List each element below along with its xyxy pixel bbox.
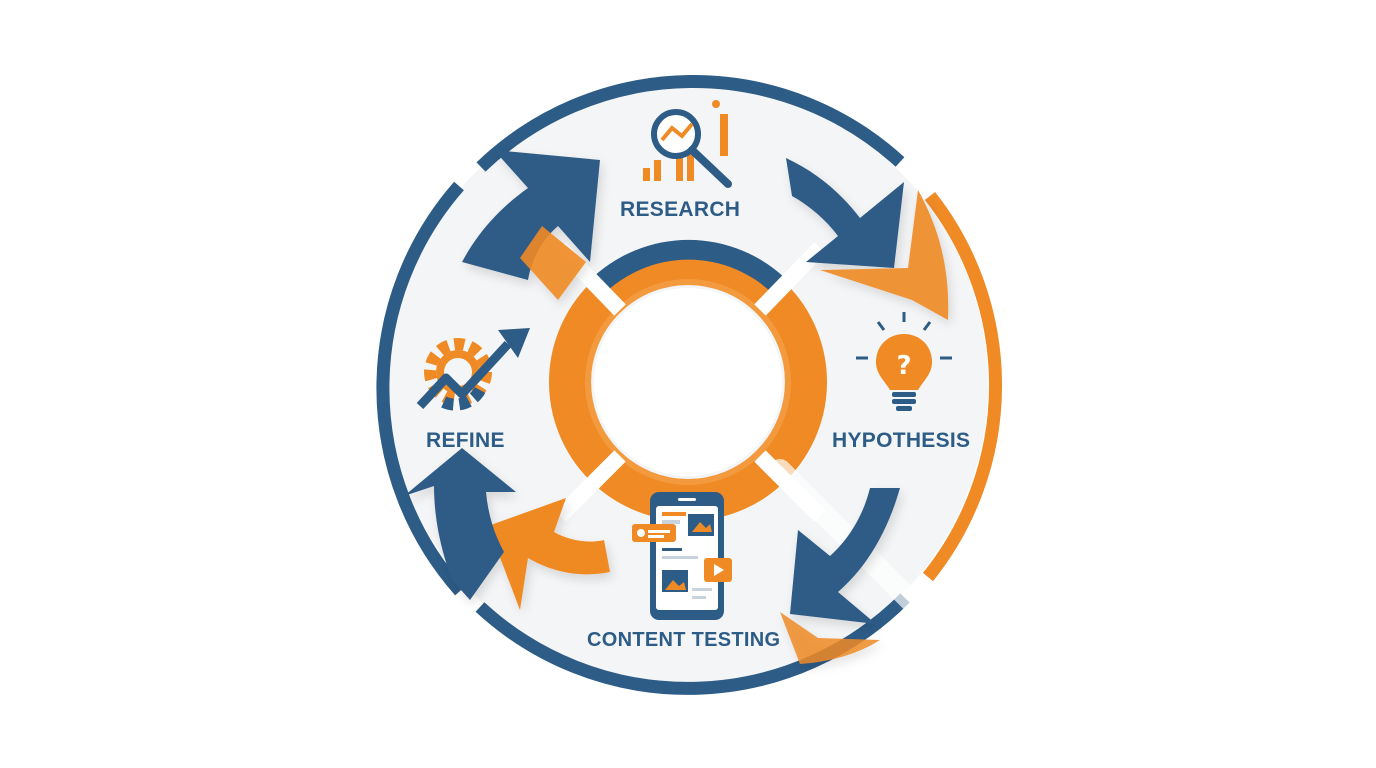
magnifier-chart-icon	[643, 100, 732, 188]
arrow-refine-left	[404, 448, 516, 600]
arrow-refine-left-accent	[520, 226, 586, 300]
stage-label-research: RESEARCH	[620, 198, 741, 221]
arrow-content-to-refine	[488, 498, 610, 610]
gear-trend-arrow-icon	[416, 328, 530, 411]
arrow-hypothesis-to-content	[790, 488, 900, 624]
lightbulb-question-icon: ?	[856, 312, 952, 411]
inner-ring-blue-arc	[588, 239, 789, 296]
stage-label-content-testing: CONTENT TESTING	[587, 629, 781, 651]
inner-ring-highlight	[585, 279, 791, 485]
inner-ring	[549, 239, 961, 651]
svg-text:?: ?	[896, 351, 911, 381]
stage-label-refine: REFINE	[426, 429, 505, 452]
outer-ring-segment-right	[922, 191, 1002, 582]
arrow-hypothesis-accent	[780, 612, 880, 664]
arrow-research-to-hypothesis	[786, 158, 904, 268]
center-hole	[594, 288, 782, 476]
stage-label-hypothesis: HYPOTHESIS	[832, 429, 971, 452]
outer-ring-segment-top	[476, 75, 905, 172]
arrow-refine-to-research	[462, 150, 600, 280]
outer-ring-segment-left	[376, 181, 465, 596]
smartphone-content-icon	[632, 492, 732, 620]
arrow-hypothesis-connector	[820, 190, 949, 320]
cycle-arrows	[404, 150, 949, 664]
